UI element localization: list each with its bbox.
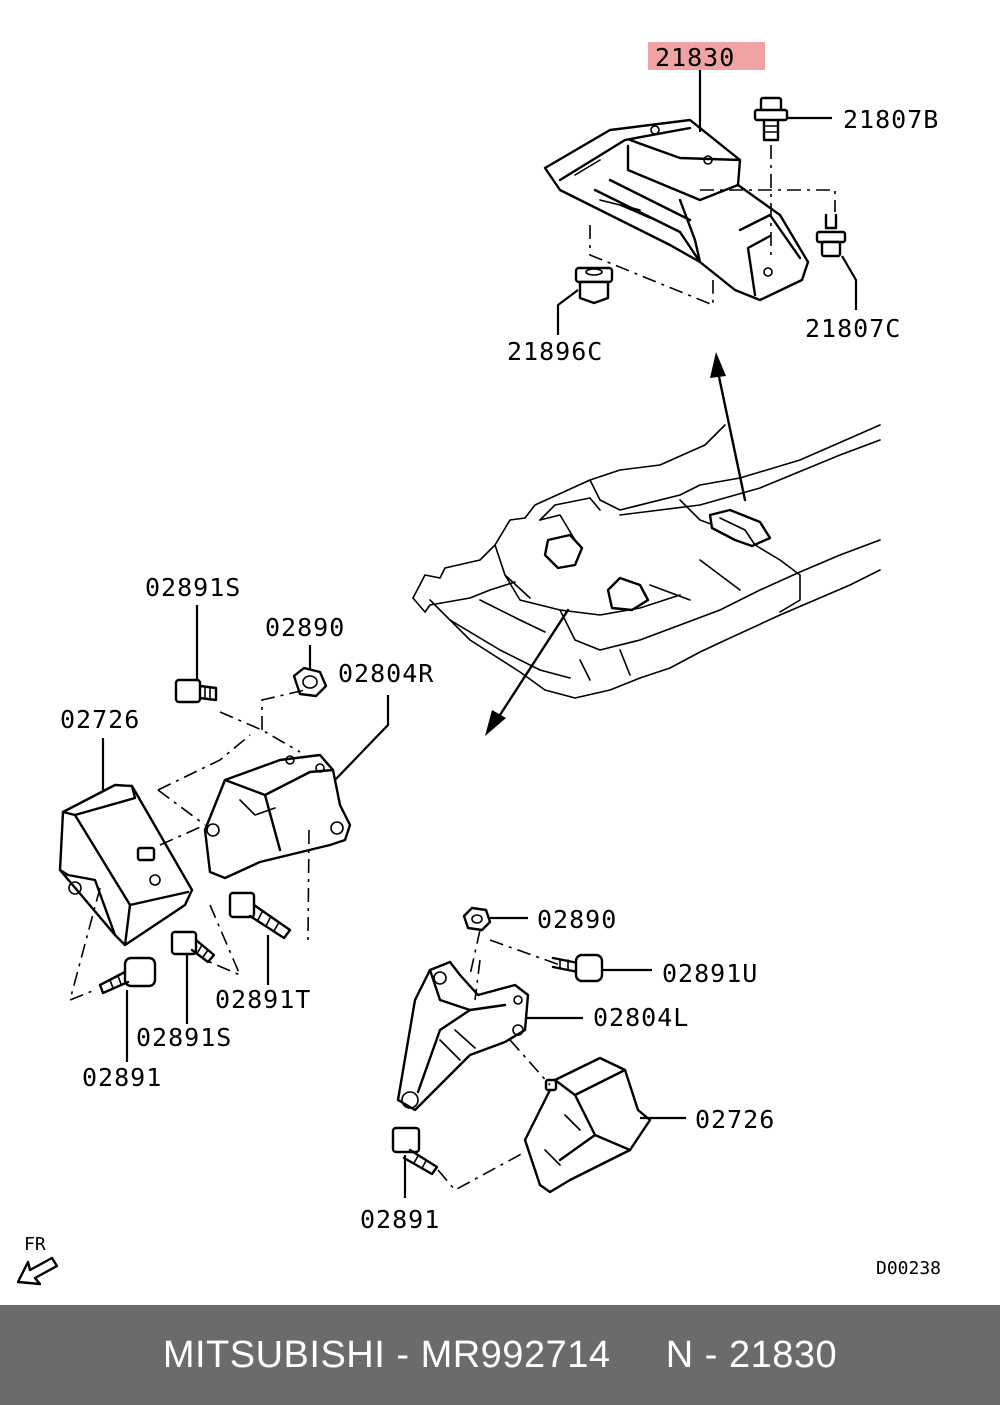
transmission-mount-bracket: [543, 118, 810, 302]
footer-text: MITSUBISHI - MR992714 N - 21830: [162, 1333, 838, 1376]
part-label-21807b: 21807B: [843, 105, 939, 134]
engine-mount-bracket-right: [203, 753, 352, 880]
highlight-box: [648, 42, 765, 70]
nut-02890-bottom-icon: [462, 906, 492, 932]
part-label-02804l: 02804L: [593, 1003, 689, 1032]
bolt-02891t-icon: [228, 891, 292, 940]
part-label-02890-bottom: 02890: [537, 905, 617, 934]
part-label-21807c: 21807C: [805, 314, 901, 343]
part-label-02891t: 02891T: [215, 985, 311, 1014]
part-label-02891-bottom: 02891: [360, 1205, 440, 1234]
part-label-02726-right: 02726: [695, 1105, 775, 1134]
engine-mount-insulator-left: [58, 783, 194, 947]
diagram-code: D00238: [876, 1258, 941, 1279]
nut-21896c-icon: [574, 266, 614, 305]
bolt-02891s-bottom-icon: [170, 930, 216, 964]
part-label-21896c: 21896C: [507, 337, 603, 366]
bolt-02891s-top-icon: [174, 678, 218, 704]
part-label-02804r: 02804R: [338, 659, 434, 688]
part-label-02726-left: 02726: [60, 705, 140, 734]
nut-02890-top-icon: [292, 666, 328, 698]
engine-mount-insulator-right: [523, 1056, 652, 1194]
part-label-02891u: 02891U: [662, 959, 758, 988]
parts-diagram: 21830 21807B 21807C 21896C: [16, 42, 941, 1286]
bolt-02891u-icon: [551, 953, 604, 983]
part-label-02891s-top: 02891S: [145, 573, 241, 602]
vehicle-frame: [412, 424, 881, 699]
front-direction-indicator: FR: [16, 1234, 59, 1286]
engine-mount-bracket-left: [396, 960, 530, 1112]
part-label-02891-left: 02891: [82, 1063, 162, 1092]
part-label-21830: 21830: [655, 43, 735, 72]
bolt-21807c-icon: [815, 213, 847, 258]
fr-label: FR: [24, 1234, 46, 1255]
frame-mount-bracket-left: [606, 576, 650, 612]
bolt-02891-left-icon: [98, 956, 157, 995]
part-label-02890-top: 02890: [265, 613, 345, 642]
footer-bar: MITSUBISHI - MR992714 N - 21830: [0, 1305, 1000, 1405]
bolt-21807b-icon: [753, 96, 789, 142]
frame-mount-bracket-right: [543, 533, 584, 570]
part-label-02891s-bottom: 02891S: [136, 1023, 232, 1052]
bolt-02891-bottom-icon: [391, 1126, 439, 1176]
frame-crossmember-bracket: [708, 508, 772, 548]
